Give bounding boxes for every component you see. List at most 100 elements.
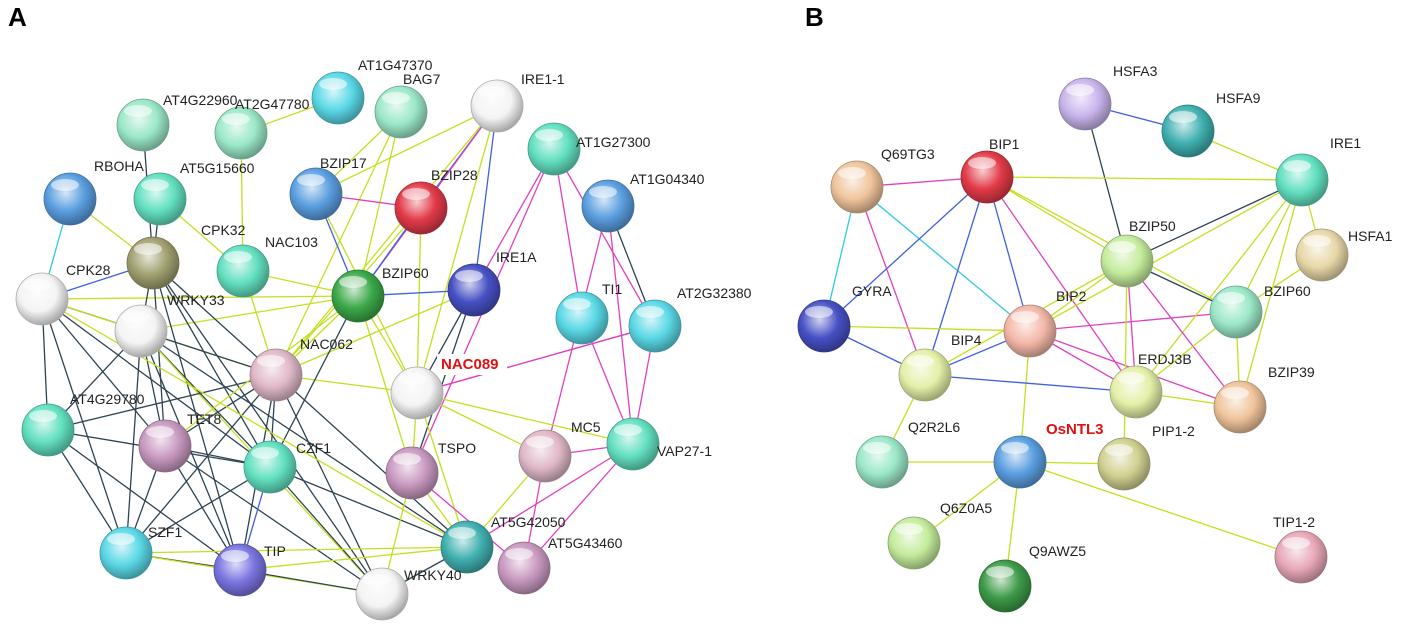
node-a-ire1a[interactable]: IRE1A: [447, 249, 537, 317]
node-a-at5g15660[interactable]: AT5G15660: [133, 160, 255, 226]
edge-a-cpk32-tip: [152, 262, 241, 571]
edge-a-cpk32-at5g42050: [152, 262, 468, 548]
edge-b-bip1-erdj3b: [986, 176, 1137, 393]
node-gloss: [224, 251, 252, 263]
node-gloss: [141, 179, 169, 191]
edge-b-bip4-erdj3b: [924, 374, 1137, 393]
node-a-bzip60[interactable]: BZIP60: [331, 265, 429, 323]
node-b-bzip50[interactable]: BZIP50: [1100, 218, 1176, 288]
node-a-at4g29780[interactable]: AT4G29780: [21, 391, 145, 457]
node-label: HSFA1: [1348, 228, 1393, 244]
node-b-hsfa3[interactable]: HSFA3: [1058, 63, 1158, 131]
node-a-tip[interactable]: TIP: [213, 543, 286, 597]
node-a-rboha[interactable]: RBOHA: [43, 158, 144, 226]
node-a-bag7[interactable]: BAG7: [374, 71, 441, 139]
edge-b-bip1-bip2: [986, 176, 1031, 332]
node-label: BZIP39: [1268, 364, 1315, 380]
node-label: AT4G22960: [163, 92, 238, 108]
node-label: NAC103: [265, 234, 318, 250]
node-label: AT2G32380: [677, 285, 752, 301]
node-a-cpk28[interactable]: CPK28: [15, 262, 111, 326]
node-a-nac103[interactable]: NAC103: [216, 234, 318, 298]
edge-a-vap27-1-at5g43460: [523, 443, 634, 569]
edge-a-bag7-nac062: [275, 111, 402, 376]
edge-a-nac089-vap27-1: [416, 392, 634, 445]
node-a-ire1-1[interactable]: IRE1-1: [470, 71, 565, 133]
node-label: HSFA9: [1216, 90, 1261, 106]
node-b-osntl3[interactable]: OsNTL3: [993, 419, 1112, 489]
node-label: AT4G29780: [70, 391, 145, 407]
node-a-at2g32380[interactable]: AT2G32380: [628, 285, 752, 353]
node-a-wrky33[interactable]: WRKY33: [114, 292, 225, 358]
node-label: AT1G47370: [358, 57, 433, 73]
node-label: BZIP50: [1129, 218, 1176, 234]
node-label: OsNTL3: [1046, 421, 1104, 438]
node-b-erdj3b[interactable]: ERDJ3B: [1109, 351, 1192, 419]
panel-letter-a: A: [8, 2, 27, 32]
node-a-ti1[interactable]: TI1: [555, 281, 622, 345]
node-b-q6z0a5[interactable]: Q6Z0A5: [887, 500, 992, 570]
edge-b-ire1-bzip39: [1239, 179, 1303, 408]
node-gloss: [29, 410, 57, 422]
node-gloss: [222, 113, 250, 125]
node-a-at1g04340[interactable]: AT1G04340: [581, 171, 705, 233]
node-a-at4g22960[interactable]: AT4G22960: [116, 92, 238, 152]
node-label: TIP1-2: [1273, 514, 1315, 530]
edge-a-cpk32-czf1: [152, 262, 271, 468]
node-b-bip4[interactable]: BIP4: [898, 332, 982, 402]
node-a-at1g27300[interactable]: AT1G27300: [527, 122, 651, 176]
node-b-bip1[interactable]: BIP1: [960, 136, 1020, 204]
node-label: SZF1: [148, 524, 182, 540]
node-gloss: [297, 174, 325, 186]
node-a-cpk32[interactable]: CPK32: [126, 222, 246, 290]
edge-b-gyra-bip2: [823, 325, 1031, 332]
node-b-bzip39[interactable]: BZIP39: [1213, 364, 1315, 434]
node-b-ire1[interactable]: IRE1: [1275, 135, 1361, 207]
edge-a-ire1-1-ire1a: [473, 105, 498, 291]
node-label: TET8: [187, 411, 221, 427]
edge-a-nac089-at5g42050: [416, 392, 468, 548]
node-a-at2g47780[interactable]: AT2G47780: [214, 96, 310, 160]
node-a-tet8[interactable]: TET8: [138, 411, 221, 473]
node-a-bzip28[interactable]: BZIP28: [394, 167, 478, 235]
node-b-pip1-2[interactable]: PIP1-2: [1097, 423, 1195, 491]
node-a-czf1[interactable]: CZF1: [243, 440, 331, 494]
node-a-vap27-1[interactable]: VAP27-1: [606, 417, 712, 471]
node-gloss: [398, 373, 426, 385]
node-gloss: [257, 355, 285, 367]
node-gloss: [51, 179, 79, 191]
node-label: IRE1: [1330, 135, 1361, 151]
node-gloss: [1303, 235, 1331, 247]
node-b-gyra[interactable]: GYRA: [797, 283, 892, 353]
node-gloss: [1117, 372, 1145, 384]
node-gloss: [339, 276, 367, 288]
node-a-mc5[interactable]: MC5: [518, 419, 601, 483]
edge-b-hsfa3-bzip50: [1084, 103, 1128, 262]
node-a-tspo[interactable]: TSPO: [385, 440, 476, 500]
node-a-bzip17[interactable]: BZIP17: [289, 155, 367, 221]
node-a-szf1[interactable]: SZF1: [99, 524, 182, 580]
node-b-hsfa9[interactable]: HSFA9: [1161, 90, 1261, 158]
node-gloss: [146, 426, 174, 438]
node-b-tip1-2[interactable]: TIP1-2: [1273, 514, 1328, 584]
node-label: NAC062: [300, 336, 353, 352]
edge-a-tip-at5g42050: [239, 546, 468, 571]
node-b-q2r2l6[interactable]: Q2R2L6: [855, 419, 960, 489]
edge-a-nac062-szf1: [125, 374, 277, 554]
node-gloss: [805, 306, 833, 318]
node-b-bip2[interactable]: BIP2: [1003, 288, 1087, 358]
node-label: WRKY33: [167, 292, 225, 308]
node-b-q9awz5[interactable]: Q9AWZ5: [978, 543, 1086, 613]
node-a-at1g47370[interactable]: AT1G47370: [311, 57, 433, 125]
node-a-at5g42050[interactable]: AT5G42050: [440, 514, 566, 574]
node-b-bzip60[interactable]: BZIP60: [1209, 283, 1311, 339]
node-label: BZIP17: [320, 155, 367, 171]
node-a-nac089[interactable]: NAC089: [390, 354, 507, 420]
edge-b-bzip50-pip1-2: [1123, 260, 1128, 465]
node-b-hsfa1[interactable]: HSFA1: [1295, 228, 1393, 282]
node-a-wrky40[interactable]: WRKY40: [355, 567, 462, 621]
node-a-at5g43460[interactable]: AT5G43460: [497, 535, 623, 595]
node-b-q69tg3[interactable]: Q69TG3: [830, 146, 935, 214]
node-label: AT1G27300: [576, 134, 651, 150]
node-a-nac062[interactable]: NAC062: [249, 336, 353, 402]
